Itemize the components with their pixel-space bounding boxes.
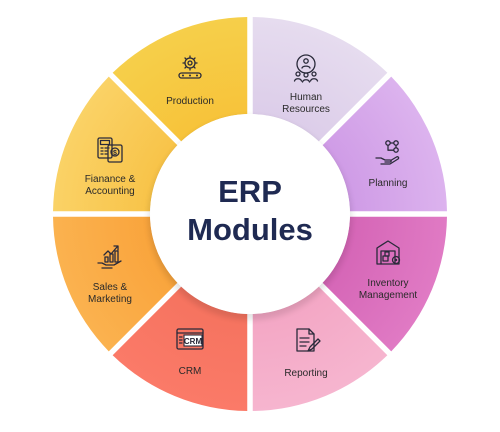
segment-people-gear: [252, 17, 388, 142]
people-gear-icon: [293, 54, 319, 83]
segment-hand-network: [322, 76, 447, 212]
calculator-invoice-icon: $: [97, 137, 123, 163]
hand-network-icon: [375, 140, 400, 165]
segment-label: Resources: [282, 104, 330, 115]
segment-hand-growth: [53, 216, 178, 352]
segment-calculator-invoice: [53, 76, 178, 212]
segment-label: Management: [359, 290, 418, 301]
segment-label: Fianance &: [85, 174, 136, 185]
segment-gear-conveyor: [112, 17, 248, 142]
gear-conveyor-icon: [178, 55, 202, 79]
report-pen-icon: [296, 328, 321, 352]
segment-label: Human: [290, 92, 322, 103]
segment-label: CRM: [179, 366, 202, 377]
segment-label: Sales &: [93, 282, 128, 293]
center-circle: [150, 114, 350, 314]
segment-labels: Production HumanResourcesPlanningInventor…: [85, 92, 418, 379]
center-title-line2: Modules: [187, 212, 313, 247]
hand-growth-icon: [97, 245, 122, 269]
segment-label: Accounting: [85, 186, 134, 197]
center-title-line1: ERP: [218, 174, 282, 209]
svg-text:$: $: [113, 150, 117, 157]
segment-label: Production: [166, 96, 214, 107]
segment-icons: CRM $: [97, 54, 401, 352]
segment-report-pen: [252, 286, 388, 411]
warehouse-icon: [376, 240, 401, 265]
segment-label: Reporting: [284, 368, 327, 379]
crm-badge-text: CRM: [184, 337, 203, 346]
segment-label: Inventory: [367, 278, 408, 289]
segment-warehouse: [322, 216, 447, 352]
crm-screen-icon: CRM: [176, 328, 204, 350]
segment-label: Planning: [369, 178, 408, 189]
segment-label: Marketing: [88, 294, 132, 305]
wheel-segments: [53, 17, 447, 411]
